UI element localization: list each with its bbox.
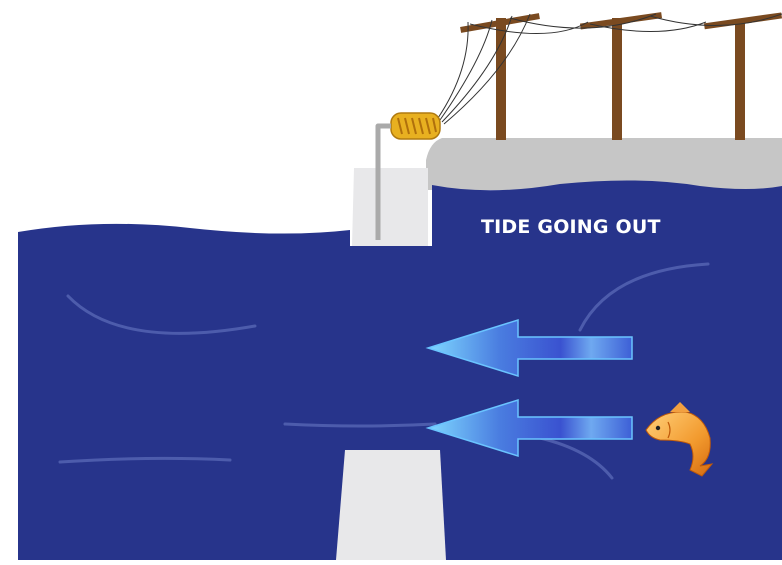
generator-icon xyxy=(391,113,440,139)
upper-barrage-pillar xyxy=(352,168,428,246)
lower-barrage-pillar xyxy=(336,450,446,560)
power-lines xyxy=(438,14,782,124)
tide-label: TIDE GOING OUT xyxy=(481,216,661,238)
